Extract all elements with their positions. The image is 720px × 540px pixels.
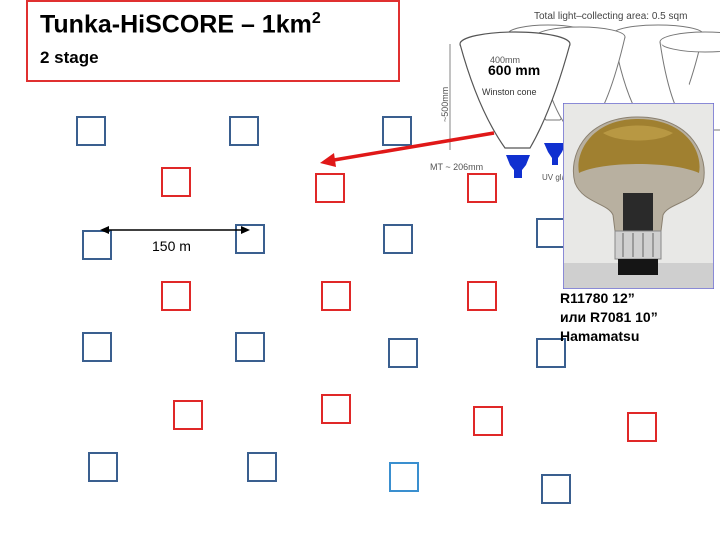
distance-arrow [100,226,250,234]
title-text: Tunka-HiSCORE – 1km [40,10,312,39]
pmt-cup-2 [544,143,566,165]
detector-station [235,224,265,254]
pmt-photo [563,103,714,289]
detector-station [247,452,277,482]
detector-station [82,332,112,362]
uv-glass-label: UV glass [542,173,574,182]
pmt-caption-line1: R11780 12” [560,290,635,306]
page-title: Tunka-HiSCORE – 1km2 [40,10,321,39]
detector-station [82,230,112,260]
detector-station [229,116,259,146]
pmt-caption-line2: или R7081 10” [560,309,658,325]
detector-station [161,281,191,311]
detector-station [321,394,351,424]
pmt-caption-line3: Hamamatsu [560,328,640,344]
cone-size-label: 600 mm [488,62,541,78]
page-subtitle: 2 stage [40,48,99,67]
detector-station [235,332,265,362]
detector-station [383,224,413,254]
detector-station [467,281,497,311]
detector-station [173,400,203,430]
detector-station [321,281,351,311]
title-superscript: 2 [311,10,321,27]
detector-station [388,338,418,368]
height-label: ~500mm [440,87,450,122]
detector-station [161,167,191,197]
detector-station [467,173,497,203]
detector-station [536,338,566,368]
pointer-arrow [320,131,495,167]
pmt-caption: R11780 12” или R7081 10” Hamamatsu [560,289,658,346]
detector-station [88,452,118,482]
detector-station [541,474,571,504]
detector-station [473,406,503,436]
pmt-size-label: MT ~ 206mm [430,162,483,172]
cone-label: Winston cone [482,87,537,97]
detector-station [76,116,106,146]
diameter-label: 400mm [490,55,520,65]
detector-station [627,412,657,442]
detector-station [389,462,419,492]
total-area-label: Total light–collecting area: 0.5 sqm [534,11,687,22]
detector-station [315,173,345,203]
distance-label: 150 m [152,238,191,254]
pmt-cup-1 [506,155,530,178]
detector-station [382,116,412,146]
detector-station [536,218,566,248]
title-box: Tunka-HiSCORE – 1km2 2 stage [26,0,400,82]
